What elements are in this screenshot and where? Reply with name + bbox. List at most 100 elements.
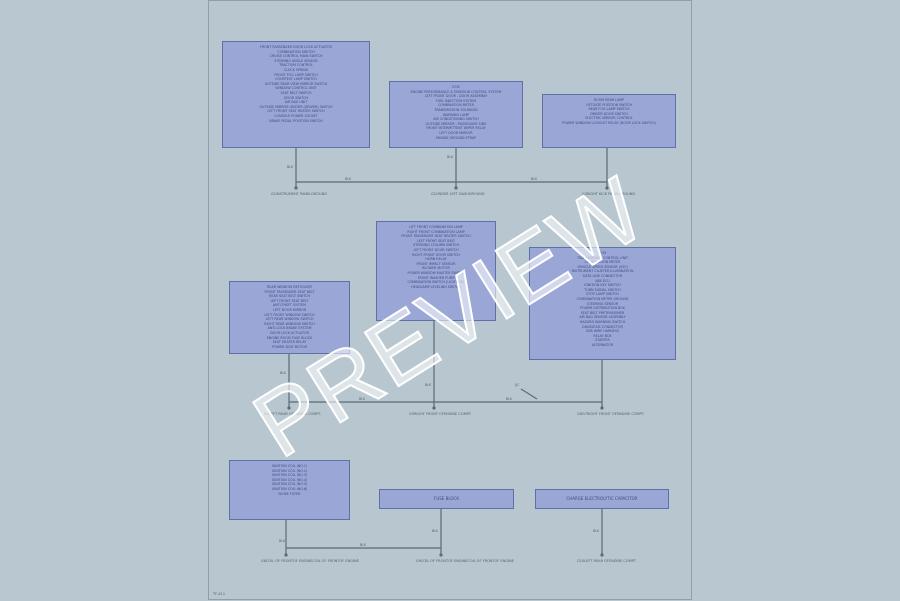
text-line: ENGINE GROUND STRAP <box>435 135 477 140</box>
text-line: GROUND <box>619 192 636 196</box>
splice-label: J/C <box>515 383 520 387</box>
text-line: IGNITION COIL (NO.3) <box>271 473 308 478</box>
text-line: ENGINE COMPT. <box>616 412 645 416</box>
text-line: G10 <box>577 559 585 563</box>
text-line: BRAKE PEDAL POSITION SWITCH <box>269 118 323 123</box>
text-line: COIL OF FRONT <box>467 559 495 563</box>
text-line: COMBINATION METER <box>584 260 621 265</box>
text-line: G1 <box>271 192 276 196</box>
text-line: OUTSIDE REAR VIEW MIRROR SWITCH <box>264 81 328 86</box>
text-line: RIGHT FRONT DOOR SWITCH <box>412 252 460 257</box>
text-line: CHARGE ELECTROLYTIC CAPACITOR <box>566 495 638 501</box>
text-line: G2 <box>431 192 436 196</box>
wire-color-label: BLK <box>345 177 352 181</box>
text-line: G8 <box>261 559 266 563</box>
text-line: LIFTGATE POSITION SWITCH <box>585 102 633 107</box>
text-line: RIGHT FRONT OF <box>586 412 617 416</box>
text-line: GROUND <box>468 192 485 196</box>
text-line: G5 <box>409 412 414 416</box>
text-line: FRONT INTERMITTENT WIPER RELAY <box>426 126 486 131</box>
text-line: COURTESY LAMP SWITCH <box>275 77 317 82</box>
text-line: FRONT PASSENGER SEAT HEATER SWITCH <box>401 234 471 239</box>
text-line: G3 <box>582 192 587 196</box>
text-line: G6 <box>577 412 582 416</box>
text-line: FRONT IMPACT SENSOR <box>416 261 456 266</box>
text-line: ECM <box>598 251 607 255</box>
text-line: IGNITION COIL (NO.1) <box>271 464 308 468</box>
component-box-8: FUSE BLOCK <box>379 489 514 509</box>
wire-color-label: BLK <box>280 371 287 375</box>
text-line: IGNITION COIL (NO.2) <box>271 468 308 473</box>
wire-color-label: BLK <box>432 529 439 533</box>
ground-label-6: G6G7RIGHT FRONT OFENGINE COMPT. <box>577 412 645 416</box>
text-line: LEFT FRONT DOOR - DOOR ASSEMBLY <box>424 94 488 99</box>
text-line: DIAGNOSIS CONNECTOR <box>582 324 623 329</box>
text-line: AIR CONDITIONING SWITCH <box>433 117 479 122</box>
text-line: OF ENGINE <box>494 559 514 563</box>
text-line: LEFT REAR OF <box>584 559 609 563</box>
text-line: IGNITION KEY SWITCH <box>584 283 621 288</box>
text-line: ANTI-LOCK BRAKE SYSTEM <box>267 326 312 331</box>
text-line: ENGINE PERFORMANCE & EMISSION CONTROL SY… <box>410 89 502 94</box>
wire-color-label: BLK <box>447 155 454 159</box>
text-line: WARNING LAMP <box>442 112 470 117</box>
text-line: ENGINE ROOM FUSE BLOCK <box>266 335 313 340</box>
text-line: STOP LAMP SWITCH <box>586 292 619 297</box>
text-line: ECM <box>452 85 460 89</box>
text-line: LIFT FRONT COMBINATION LAMP <box>409 225 463 229</box>
text-line: OF ENGINE <box>339 559 359 563</box>
text-line: BLOWER MOTOR <box>422 266 450 271</box>
text-line: SEAT HEATER RELAY <box>272 340 307 345</box>
ground-label-7: G8COIL OF FRONTOF ENGINECOIL OF FRONTOF … <box>261 559 359 563</box>
text-line: SUB WIRE HARNESS <box>585 329 620 334</box>
text-line: TRACTION CONTROL <box>279 63 313 68</box>
text-line: WINDOW CONTROL UNIT <box>275 86 317 91</box>
text-line: ELECTRIC MIRROR CONTROL <box>585 116 633 121</box>
text-line: COMBINATION METER <box>438 103 474 108</box>
text-line: ANTI-THEFT SYSTEM <box>272 303 307 308</box>
text-line: COIL OF FRONT <box>312 559 340 563</box>
text-line: STEERING SENSOR <box>586 301 619 306</box>
text-line: AIR BAG SENSOR ASSEMBLY <box>579 315 626 320</box>
text-line: POWER WINDOW LOCKOUT RELAY (DOOR LOCK SW… <box>562 120 656 125</box>
text-line: LEFT FRONT SEAT BELT <box>416 238 456 243</box>
text-line: ABS ECU <box>595 278 610 283</box>
text-line: G7 <box>581 412 587 416</box>
text-line: ENGINE COMPT. <box>293 412 322 416</box>
wiring-lines <box>284 148 609 557</box>
ground-label-5: G5RIGHT FRONT OFENGINE COMPT. <box>409 412 472 416</box>
text-line: POWER SEAT MOTOR <box>272 344 307 349</box>
wire-color-label: BLK <box>359 397 366 401</box>
wire-color-label: BLK <box>531 177 538 181</box>
ground-label-3: G3RIGHT KICK PANELGROUND <box>582 192 636 196</box>
wire-color-label: BLK <box>593 529 600 533</box>
text-line: COMBINATION SWITCH (LIGHTING) <box>407 280 465 285</box>
text-line: TRANSMISSION CONTROL UNIT <box>576 255 629 260</box>
text-line: STEERING ANGLE SENSOR <box>274 58 318 63</box>
text-line: STEERING COLUMN SWITCH <box>413 243 459 248</box>
text-line: INSTRUMENT CLUSTER ILLUMINATION <box>571 269 634 274</box>
wire-color-label: BLK <box>279 539 286 543</box>
text-line: OF ENGINE <box>293 559 313 563</box>
text-line: VEHICLE SPEED SENSOR (VSS) <box>577 264 628 269</box>
component-box-7: IGNITION COIL (NO.1)IGNITION COIL (NO.2)… <box>229 460 350 520</box>
text-line: SEAT BELT PRETENSIONER <box>580 310 625 315</box>
text-line: LEFT DOOR MIRROR <box>272 307 307 312</box>
wire-color-label: BLK <box>287 165 294 169</box>
text-line: G4 <box>264 412 269 416</box>
wire-color-label: BLK <box>506 397 513 401</box>
text-line: DRIVER DOOR SWITCH <box>590 111 628 116</box>
text-line: POWER DISTRIBUTION BOX <box>580 306 625 311</box>
text-line: RIGHT REAR WINDOW SWITCH <box>264 321 315 326</box>
text-line: ENGINE COMPT. <box>608 559 637 563</box>
text-line: COMBINATION METER GROUND <box>576 296 629 301</box>
text-line: DOOR LOCK ACTUATOR <box>270 330 309 335</box>
text-line: RIGHT KICK PANEL <box>586 192 620 196</box>
text-line: RIGHT FRONT COMBINATION LAMP <box>407 229 465 234</box>
text-line: LEFT FRONT DOOR SWITCH <box>413 247 459 252</box>
text-line: CLOCK SPRING <box>283 67 309 72</box>
